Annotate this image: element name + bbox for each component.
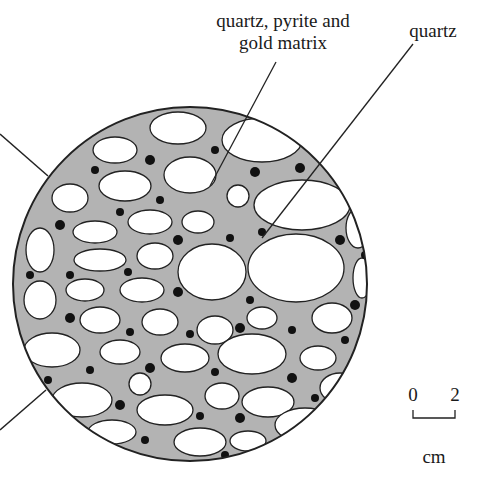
component-label: quartz <box>409 20 456 42</box>
scale-label: 2 <box>450 384 460 406</box>
leader-line <box>262 44 413 238</box>
enlargement-line <box>0 134 48 176</box>
enlargement-line <box>0 390 46 430</box>
component-label: quartz, pyrite and gold matrix <box>198 10 368 54</box>
core-outline <box>13 107 367 461</box>
leader-line <box>210 62 276 186</box>
scale-label: 0 <box>408 384 418 406</box>
pyrite-gold-grains <box>26 146 369 459</box>
scale-label: cm <box>422 446 445 468</box>
matrix <box>13 107 367 461</box>
scale-bar <box>413 410 455 418</box>
